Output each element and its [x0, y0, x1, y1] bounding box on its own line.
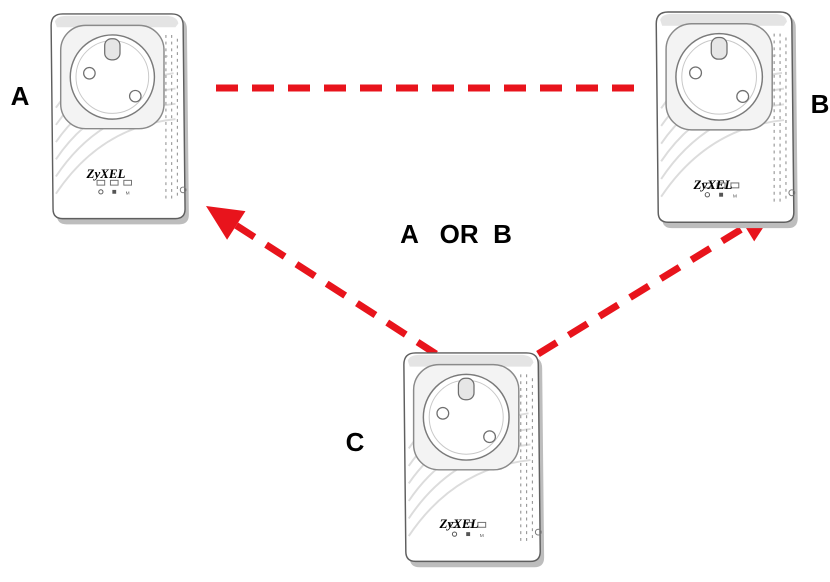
arrowhead-a-icon [206, 206, 246, 240]
device-c: ZyXEL C [346, 351, 546, 569]
device-a: ZyXEL A [11, 12, 190, 226]
device-a-brand: ZyXEL [86, 166, 126, 181]
center-label: A OR B [400, 219, 512, 249]
link-c-b [536, 223, 748, 357]
device-b-label: B [811, 89, 830, 119]
powerline-adapter-a-image [50, 12, 190, 226]
device-c-brand: ZyXEL [439, 516, 479, 531]
powerline-adapter-b-image [655, 10, 799, 230]
device-a-label: A [11, 81, 30, 111]
link-c-a [234, 222, 438, 357]
device-b: ZyXEL B [655, 10, 830, 230]
device-b-brand: ZyXEL [693, 177, 733, 192]
powerline-adapter-c-image [402, 351, 546, 569]
device-c-label: C [346, 427, 365, 457]
